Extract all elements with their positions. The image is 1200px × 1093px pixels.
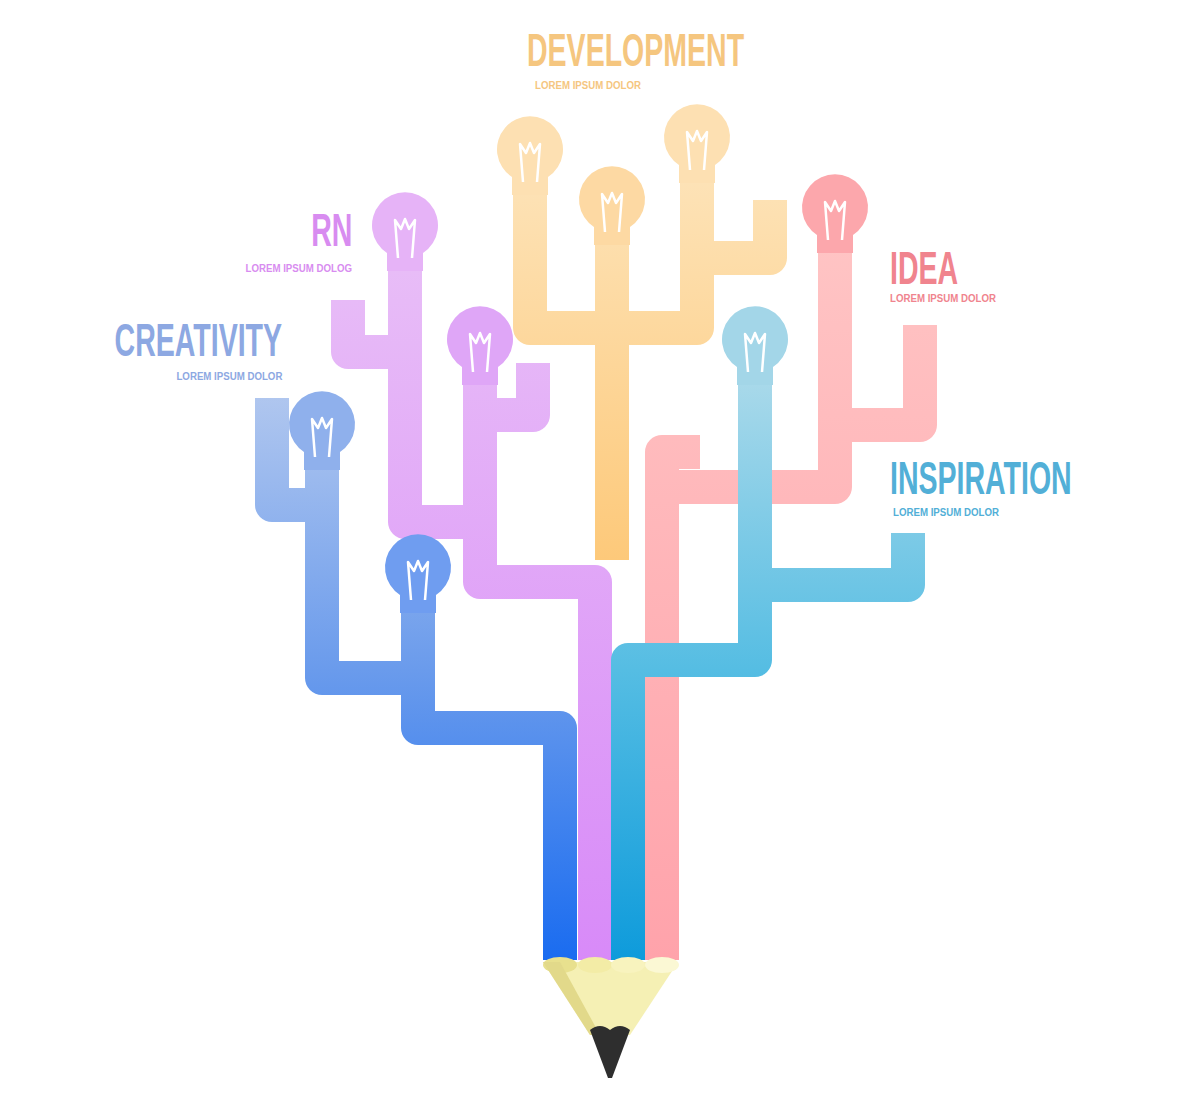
branches	[272, 180, 920, 960]
section-subtitle: LOREM IPSUM DOLOR	[890, 293, 996, 304]
section-subtitle: LOREM IPSUM DOLOR	[176, 371, 282, 382]
section-subtitle: LOREM IPSUM DOLOR	[535, 80, 641, 91]
section-heading: IDEA	[890, 245, 958, 291]
light-bulbs	[289, 104, 868, 613]
section-heading: RN	[311, 207, 352, 253]
section-heading: CREATIVITY	[115, 317, 282, 363]
section-heading: INSPIRATION	[890, 455, 1072, 501]
section-heading: DEVELOPMENT	[527, 27, 744, 73]
pencil-tip	[543, 957, 679, 1078]
section-subtitle: LOREM IPSUM DOLOR	[893, 507, 999, 518]
section-subtitle: LOREM IPSUM DOLOG	[246, 263, 352, 274]
